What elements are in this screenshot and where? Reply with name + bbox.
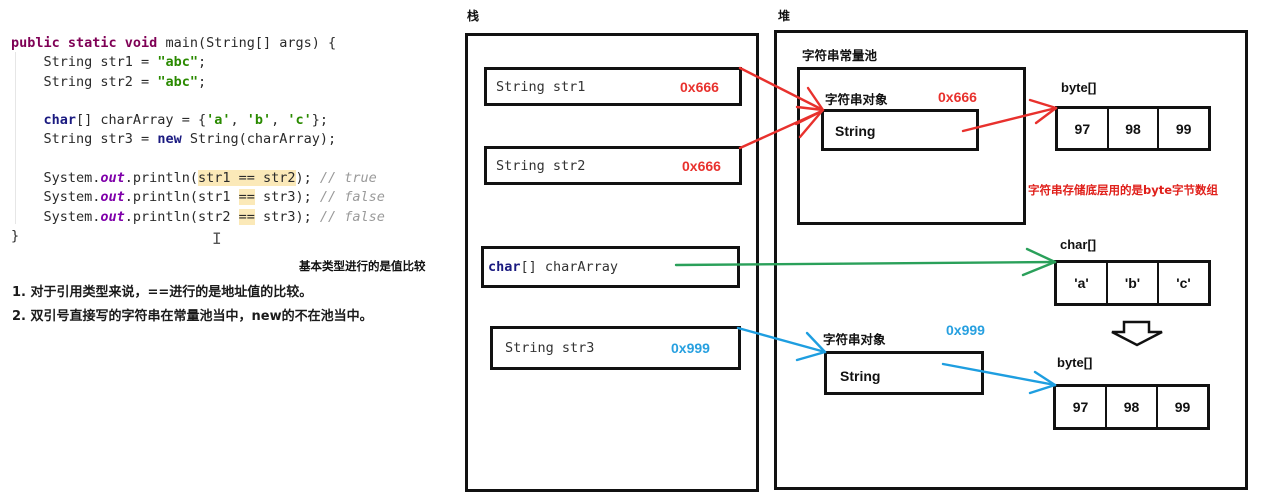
code-token: // false bbox=[319, 208, 385, 225]
byte-array-1-label: byte[] bbox=[1061, 80, 1097, 95]
array-cell: 99 bbox=[1175, 120, 1192, 137]
pool-object-label: 字符串对象 bbox=[825, 92, 888, 107]
array-cell: 'b' bbox=[1108, 263, 1159, 303]
code-line: } bbox=[11, 227, 385, 246]
code-line: char[] charArray = {'a', 'b', 'c'}; bbox=[11, 111, 385, 130]
code-token: == bbox=[238, 208, 255, 225]
storage-note: 字符串存储底层用的是byte字节数组 bbox=[1028, 183, 1219, 197]
new-string-object: String bbox=[824, 351, 984, 395]
code-token: String str1 = bbox=[11, 54, 158, 71]
byte-array-1: 97 98 99 bbox=[1055, 106, 1211, 151]
var-name: String str2 bbox=[496, 158, 586, 174]
code-token: new bbox=[157, 131, 182, 148]
code-token: ; bbox=[197, 54, 207, 71]
code-token: .println( bbox=[124, 170, 198, 187]
stack-var-str2: String str2 0x666 bbox=[484, 146, 742, 185]
code-token: System. bbox=[11, 189, 101, 206]
code-token: out bbox=[100, 189, 125, 206]
var-name: String str1 bbox=[496, 79, 586, 95]
code-line: public static void main(String[] args) { bbox=[11, 34, 385, 53]
text-cursor-icon: I bbox=[212, 229, 222, 248]
stack-var-chararray: char[] charArray bbox=[481, 246, 740, 288]
code-token: [] charArray = { bbox=[76, 112, 207, 129]
code-token: // true bbox=[319, 170, 377, 187]
array-cell: 98 bbox=[1107, 387, 1158, 427]
heap-title: 堆 bbox=[778, 9, 791, 23]
code-line: System.out.println(str2 == str3); // fal… bbox=[11, 208, 385, 227]
code-token: // false bbox=[319, 189, 385, 206]
byte-array-2-label: byte[] bbox=[1057, 355, 1093, 370]
code-token: , bbox=[271, 112, 288, 129]
code-token: out bbox=[100, 170, 125, 187]
code-token bbox=[11, 112, 44, 128]
code-token: String str2 = bbox=[11, 73, 158, 90]
code-token: ; bbox=[197, 73, 207, 90]
note-primitive-compare: 基本类型进行的是值比较 bbox=[299, 259, 426, 273]
var-address: 0x666 bbox=[682, 158, 721, 174]
code-block: public static void main(String[] args) {… bbox=[11, 34, 385, 246]
new-object-label: 字符串对象 bbox=[823, 332, 886, 347]
array-cell: 97 bbox=[1058, 109, 1109, 148]
code-line: String str2 = "abc"; bbox=[11, 73, 385, 92]
code-token: ); bbox=[295, 170, 320, 187]
code-token: , bbox=[230, 112, 247, 129]
code-token: 'b' bbox=[246, 112, 272, 129]
array-cell: 97 bbox=[1056, 387, 1107, 427]
var-address: 0x999 bbox=[671, 340, 710, 356]
pool-object-address: 0x666 bbox=[938, 89, 977, 105]
heap-region bbox=[774, 30, 1248, 490]
code-token: 'a' bbox=[206, 112, 231, 129]
code-line bbox=[11, 92, 385, 111]
stack-var-str1: String str1 0x666 bbox=[484, 67, 742, 106]
code-token: main(String[] args) { bbox=[165, 35, 337, 51]
code-token: str1 == str2 bbox=[197, 170, 296, 187]
code-token: str3); bbox=[254, 189, 320, 206]
code-token: .println(str2 bbox=[124, 208, 239, 225]
code-token: char bbox=[43, 112, 77, 129]
code-token: public static void bbox=[11, 35, 166, 51]
code-token: String str3 = bbox=[11, 131, 158, 148]
code-token: }; bbox=[311, 112, 329, 129]
code-line bbox=[11, 150, 385, 169]
indent-guide bbox=[15, 52, 16, 224]
code-token: "abc" bbox=[157, 73, 198, 90]
array-cell: 'a' bbox=[1057, 263, 1108, 303]
code-token: 'c' bbox=[287, 112, 312, 129]
code-token: System. bbox=[11, 208, 101, 225]
var-address: 0x666 bbox=[680, 79, 719, 95]
code-token: .println(str1 bbox=[124, 189, 239, 206]
code-line: System.out.println(str1 == str3); // fal… bbox=[11, 188, 385, 207]
constant-pool-title: 字符串常量池 bbox=[802, 48, 878, 63]
code-line: System.out.println(str1 == str2); // tru… bbox=[11, 169, 385, 188]
code-token: System. bbox=[11, 170, 101, 187]
array-cell: 99 bbox=[1174, 399, 1191, 415]
code-token: "abc" bbox=[157, 54, 198, 71]
note-point-1: 1. 对于引用类型来说，==进行的是地址值的比较。 bbox=[12, 285, 313, 300]
code-token: == bbox=[238, 189, 255, 206]
note-point-2: 2. 双引号直接写的字符串在常量池当中，new的不在池当中。 bbox=[12, 309, 373, 324]
code-token: str3); bbox=[254, 208, 320, 225]
var-name: String str3 bbox=[505, 340, 595, 356]
new-object-address: 0x999 bbox=[946, 322, 985, 338]
pool-string-object: String bbox=[821, 109, 979, 151]
object-type: String bbox=[835, 123, 876, 139]
char-array-label: char[] bbox=[1060, 237, 1097, 252]
stack-title: 栈 bbox=[467, 9, 480, 23]
array-cell: 'c' bbox=[1176, 275, 1191, 291]
code-token: String(charArray); bbox=[181, 131, 337, 148]
code-token: out bbox=[100, 208, 125, 225]
code-token: } bbox=[11, 227, 20, 244]
code-line: String str3 = new String(charArray); bbox=[11, 130, 385, 149]
char-array: 'a' 'b' 'c' bbox=[1054, 260, 1211, 306]
stack-var-str3: String str3 0x999 bbox=[490, 326, 741, 370]
code-line: String str1 = "abc"; bbox=[11, 53, 385, 72]
var-name: char[] charArray bbox=[488, 259, 619, 275]
array-cell: 98 bbox=[1109, 109, 1160, 148]
byte-array-2: 97 98 99 bbox=[1053, 384, 1210, 430]
object-type: String bbox=[840, 368, 881, 384]
